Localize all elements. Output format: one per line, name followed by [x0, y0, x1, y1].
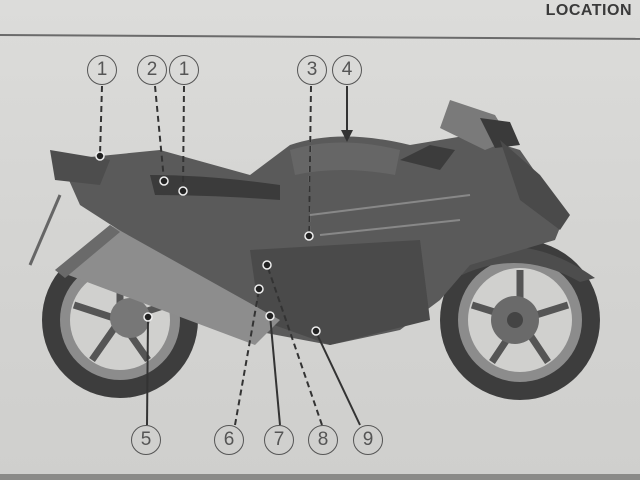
nose-fairing [500, 140, 570, 230]
engine [250, 240, 430, 345]
leader-lines [99, 85, 361, 426]
callout-5: 5 [131, 425, 161, 455]
leader-dots [95, 151, 321, 336]
front-wheel [440, 240, 600, 400]
callout-2: 2 [137, 55, 167, 85]
arrow-head-icon [341, 130, 353, 142]
callout-6: 6 [214, 425, 244, 455]
callout-1-rear: 1 [87, 55, 117, 85]
callout-9: 9 [353, 425, 383, 455]
section-title: LOCATION [545, 2, 632, 19]
tail-section [50, 150, 110, 185]
callout-3: 3 [297, 55, 327, 85]
callout-7: 7 [264, 425, 294, 455]
callout-4: 4 [332, 55, 362, 85]
callout-8: 8 [308, 425, 338, 455]
muffler [55, 225, 280, 345]
page-bottom-edge [0, 474, 640, 480]
callout-1-seat: 1 [169, 55, 199, 85]
